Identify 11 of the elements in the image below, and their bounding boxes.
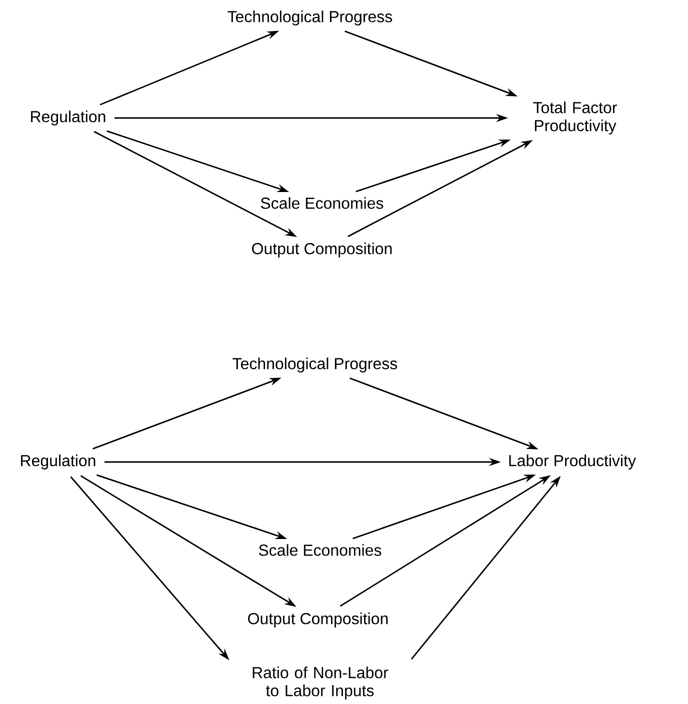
node-label: Technological Progress — [232, 358, 398, 372]
node-label: Ratio of Non-Labor to Labor Inputs — [252, 666, 388, 700]
node-label: Output Composition — [252, 242, 392, 258]
node-label: Regulation — [31, 110, 106, 126]
node-label: Output Composition — [248, 612, 388, 628]
node-label: Scale Economies — [258, 544, 382, 556]
node-label: Labor Productivity — [509, 454, 636, 470]
node-label: Total Factor Productivity — [533, 102, 617, 134]
node-label: Scale Economies — [260, 197, 384, 209]
node-label: Regulation — [21, 454, 96, 470]
node-label: Technological Progress — [228, 10, 392, 26]
